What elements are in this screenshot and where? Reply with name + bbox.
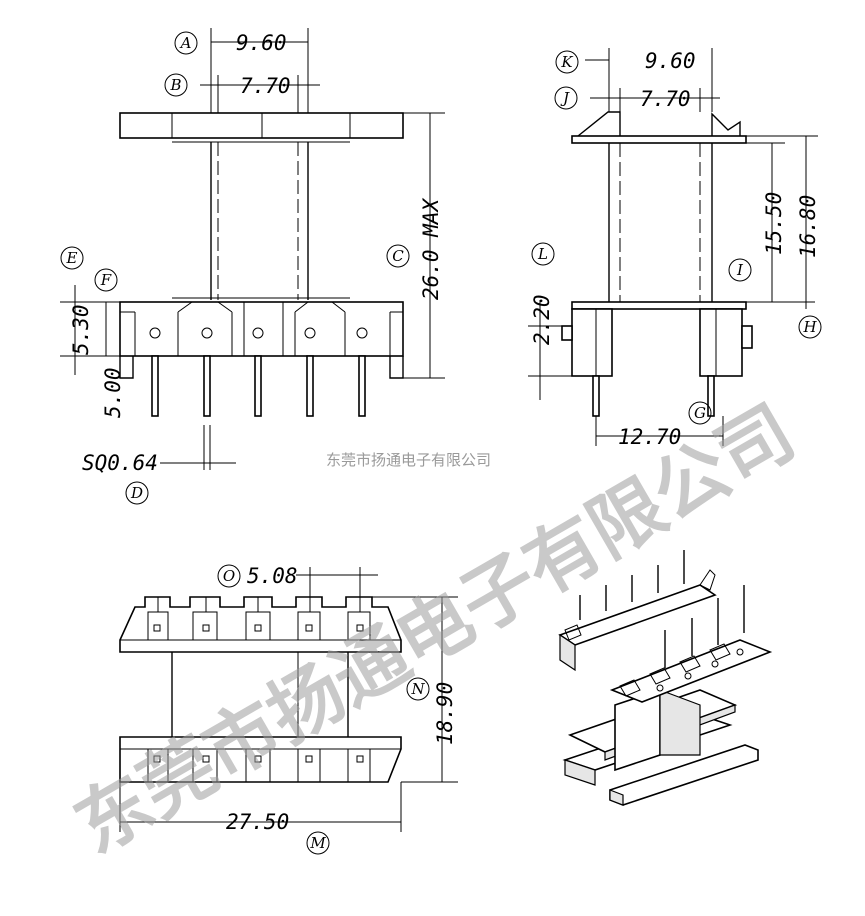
dim-F-text: 5.00 xyxy=(101,367,125,418)
dim-M-text: 27.50 xyxy=(226,810,289,834)
dim-O-text: 5.08 xyxy=(247,564,298,588)
label-O: O xyxy=(223,567,235,585)
dim-B-text: 7.70 xyxy=(240,74,291,98)
dim-J-text: 7.70 xyxy=(640,87,691,111)
front-view: 9.60 A 7.70 B 26.0 MAX C 5.30 E 5.00 F S… xyxy=(60,28,445,505)
dim-H-text: 16.80 xyxy=(796,195,820,258)
isometric-view xyxy=(558,550,773,806)
label-K: K xyxy=(560,53,573,71)
label-F: F xyxy=(100,271,112,289)
dim-D-text: SQ0.64 xyxy=(82,451,158,475)
label-A: A xyxy=(179,34,192,52)
label-C: C xyxy=(392,247,404,265)
label-M: M xyxy=(309,834,326,852)
side-base xyxy=(571,301,747,310)
side-view: 9.60 K 7.70 J 15.50 I 16.80 H 2.20 L 12. xyxy=(528,48,822,449)
dim-A-text: 9.60 xyxy=(236,31,287,55)
label-N: N xyxy=(410,680,425,698)
label-G: G xyxy=(694,404,706,422)
label-B: B xyxy=(169,76,181,94)
watermark-small: 东莞市扬通电子有限公司 xyxy=(326,451,491,469)
dim-K-text: 9.60 xyxy=(645,49,696,73)
label-J: J xyxy=(560,89,570,107)
label-H: H xyxy=(802,318,817,336)
label-I: I xyxy=(736,261,744,279)
label-E: E xyxy=(66,249,78,267)
label-D: D xyxy=(130,484,143,502)
side-top-flange xyxy=(571,135,747,144)
label-L: L xyxy=(537,245,548,263)
dim-G-text: 12.70 xyxy=(618,425,681,449)
dim-N-text: 18.90 xyxy=(433,682,457,745)
bottom-view: 5.08 O 18.90 N 27.50 M xyxy=(119,564,458,855)
dim-I-text: 15.50 xyxy=(762,192,786,255)
dim-E-text: 5.30 xyxy=(69,304,93,355)
dim-L-text: 2.20 xyxy=(530,294,554,345)
dim-C-text: 26.0 MAX xyxy=(419,197,443,300)
